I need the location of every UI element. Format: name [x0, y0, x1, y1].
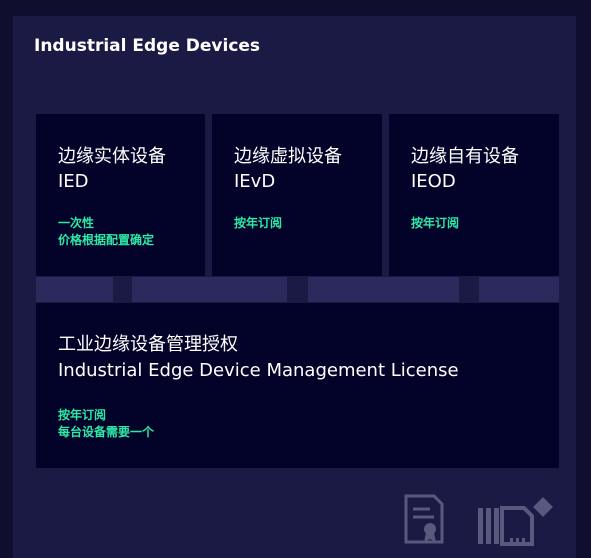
- card-note: 价格根据配置确定: [58, 233, 155, 247]
- card-cn-title: 边缘自有设备: [411, 146, 519, 167]
- card-ied: 边缘实体设备 IED 一次性 价格根据配置确定: [36, 114, 205, 276]
- card-en-title: IEvD: [234, 171, 276, 192]
- card-en-title: IEOD: [411, 171, 456, 192]
- license-cn-title: 工业边缘设备管理授权: [58, 334, 238, 355]
- connector-strip: [479, 277, 559, 302]
- license-en-title: Industrial Edge Device Management Licens…: [58, 360, 459, 381]
- certificate-icon: [404, 494, 444, 544]
- card-note: 按年订阅: [411, 216, 460, 230]
- card-license: 工业边缘设备管理授权 Industrial Edge Device Manage…: [36, 303, 559, 468]
- card-ieod: 边缘自有设备 IEOD 按年订阅: [389, 114, 559, 276]
- card-en-title: IED: [58, 171, 89, 192]
- device-icon: [478, 497, 553, 546]
- connector-strip: [36, 277, 113, 302]
- card-note: 一次性: [58, 216, 95, 230]
- card-cn-title: 边缘实体设备: [58, 146, 166, 167]
- connector-strip: [132, 277, 287, 302]
- card-note: 按年订阅: [234, 216, 283, 230]
- card-ievd: 边缘虚拟设备 IEvD 按年订阅: [212, 114, 382, 276]
- diagram-title: Industrial Edge Devices: [34, 36, 261, 56]
- license-note: 按年订阅: [58, 408, 107, 422]
- license-note: 每台设备需要一个: [58, 425, 155, 439]
- connector-strip: [308, 277, 459, 302]
- card-cn-title: 边缘虚拟设备: [234, 146, 342, 167]
